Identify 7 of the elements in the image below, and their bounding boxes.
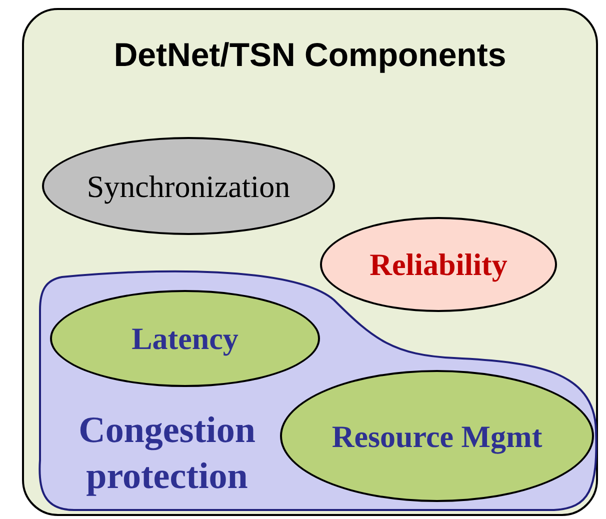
node-label: Reliability: [370, 249, 508, 280]
node-label: Resource Mgmt: [332, 420, 542, 452]
region-label: Congestion protection: [78, 409, 256, 499]
node-label: Synchronization: [86, 170, 290, 202]
panel-background: [22, 8, 598, 516]
node-label: Latency: [132, 323, 238, 354]
panel-title: DetNet/TSN Components: [112, 38, 508, 71]
